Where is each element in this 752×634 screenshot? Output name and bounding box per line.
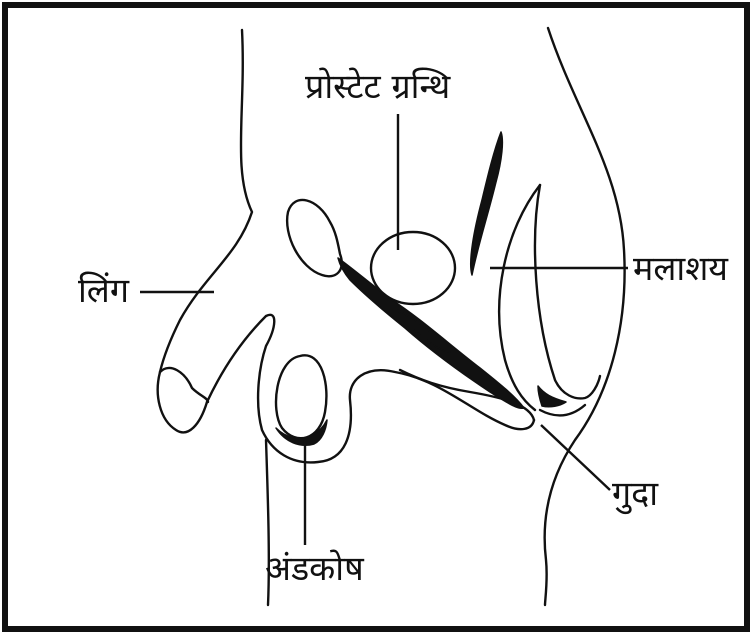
testis-outline xyxy=(276,355,326,438)
rectum-outer-wall xyxy=(499,185,540,410)
scrotum-label: अंडकोष xyxy=(265,549,365,589)
penis-label: लिंग xyxy=(78,271,130,311)
body-outline-left xyxy=(158,30,252,432)
rectum-inner-wall xyxy=(535,185,600,398)
body-outline-right xyxy=(545,28,625,605)
rectum-label: मलाशय xyxy=(633,249,729,289)
urethral-bulb xyxy=(398,310,450,352)
glans-outline xyxy=(160,368,208,402)
seminal-vesicle xyxy=(287,200,342,276)
anus-leader-line xyxy=(541,425,610,490)
epididymis-crescent xyxy=(276,420,327,445)
rectal-wall-thick xyxy=(471,132,503,275)
anus-label: गुदा xyxy=(612,474,659,515)
prostate-label: प्रोस्टेट ग्रन्थि xyxy=(305,67,452,107)
perineum-line xyxy=(400,370,534,420)
